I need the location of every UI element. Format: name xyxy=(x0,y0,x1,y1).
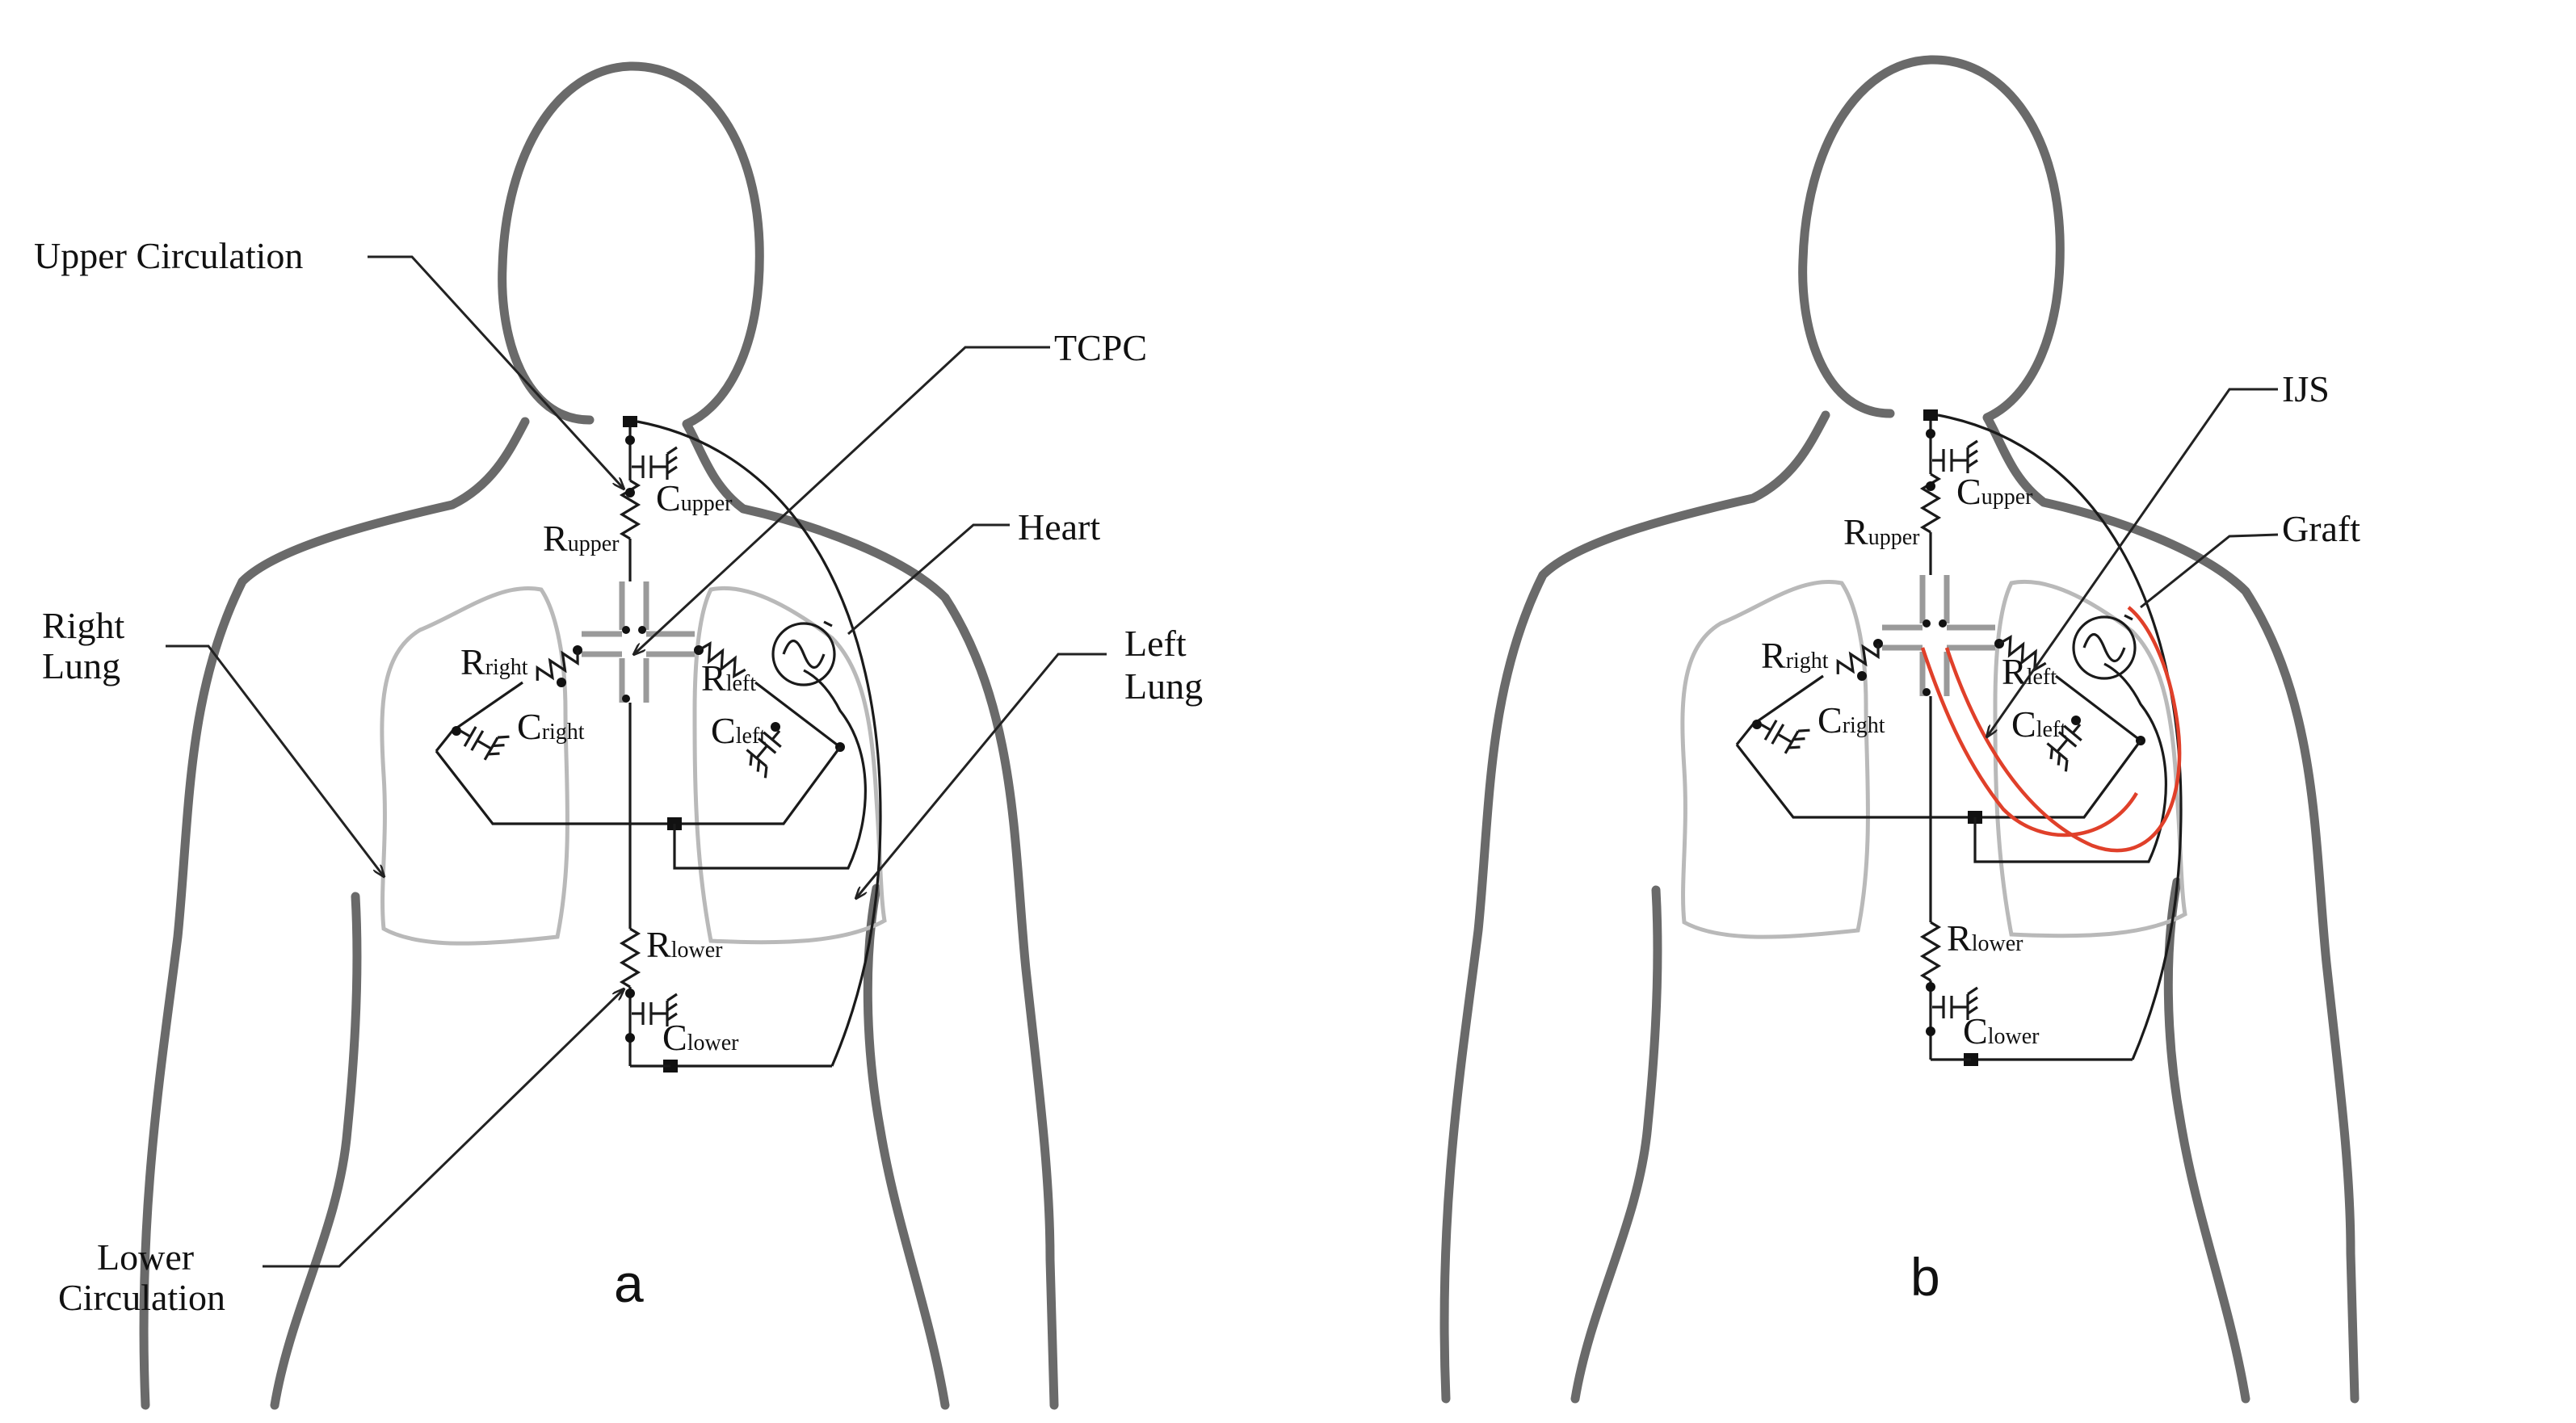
component-labels-b: Cupper Rupper Rright Cright Rleft Cleft … xyxy=(1761,471,2066,1052)
tcpc-label: TCPC xyxy=(1054,327,1147,368)
panel-b: Cupper Rupper Rright Cright Rleft Cleft … xyxy=(1444,60,2360,1399)
panel-letter-b: b xyxy=(1910,1247,1940,1307)
leader-lines-b xyxy=(1987,388,2279,737)
body-outline-b xyxy=(1444,60,2355,1399)
r-upper-label: Rupper xyxy=(543,518,620,559)
lungs-b xyxy=(1683,581,2185,937)
c-lower-label-b: Clower xyxy=(1963,1010,2040,1052)
right-lung-label: Right Lung xyxy=(42,605,134,686)
r-left-label: Rleft xyxy=(701,657,756,699)
r-lower-label: Rlower xyxy=(646,924,723,965)
r-right-label-b: Rright xyxy=(1761,635,1829,676)
lungs-a xyxy=(382,588,885,943)
ijs-label: IJS xyxy=(2282,368,2330,409)
heart-label: Heart xyxy=(1018,506,1100,548)
c-right-label-b: Cright xyxy=(1817,699,1885,741)
c-upper-label: Cupper xyxy=(656,477,733,518)
graft-label: Graft xyxy=(2282,508,2360,549)
r-lower-label-b: Rlower xyxy=(1947,917,2023,959)
component-labels-a: Cupper Rupper Rright Cright Rleft Cleft … xyxy=(460,477,766,1058)
c-lower-label: Clower xyxy=(662,1017,739,1058)
upper-circulation-label: Upper Circulation xyxy=(34,235,303,276)
c-right-label: Cright xyxy=(517,706,585,747)
c-upper-label-b: Cupper xyxy=(1956,471,2033,512)
lower-circulation-label: Lower Circulation xyxy=(58,1236,225,1318)
graft-path-2 xyxy=(1920,647,2138,837)
leader-lines-a xyxy=(166,255,1107,1268)
c-left-label: Cleft xyxy=(711,710,766,751)
left-lung-label: Left Lung xyxy=(1124,623,1203,707)
graft-path xyxy=(1944,606,2182,853)
panel-letter-a: a xyxy=(614,1253,644,1313)
r-right-label: Rright xyxy=(460,641,528,682)
r-upper-label-b: Rupper xyxy=(1843,511,1920,552)
c-left-label-b: Cleft xyxy=(2011,703,2066,745)
panel-a: Cupper Rupper Rright Cright Rleft Cleft … xyxy=(34,66,1203,1405)
